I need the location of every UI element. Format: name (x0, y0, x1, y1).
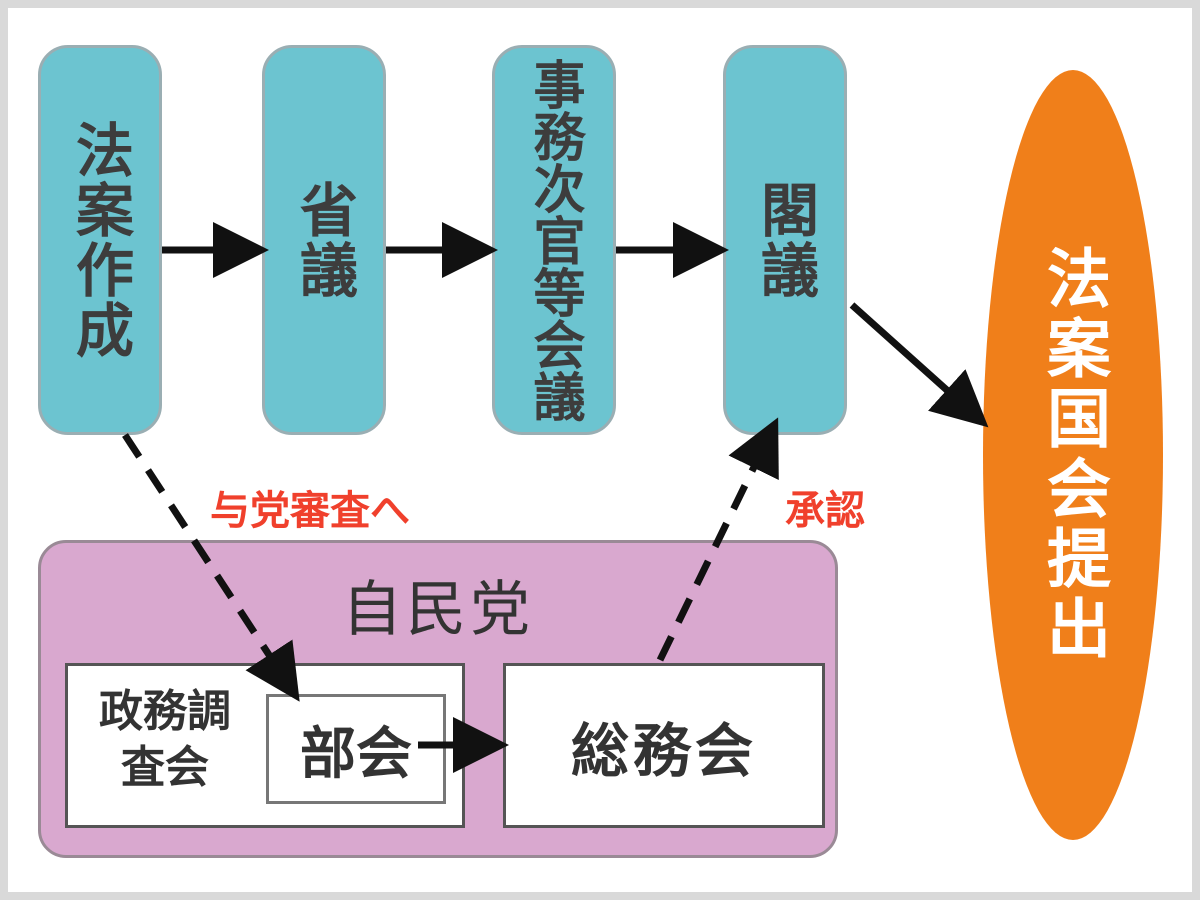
policy-research-council-label: 政務調査会 (99, 686, 231, 793)
stage-cabinet-meeting-label: 閣議 (751, 180, 819, 300)
subcommittee-label: 部会 (300, 721, 412, 787)
stage-bill-drafting: 法案作成 (38, 45, 162, 435)
general-council-box: 総務会 (503, 663, 825, 828)
general-council-label: 総務会 (570, 716, 757, 785)
stage-bill-drafting-label: 法案作成 (66, 120, 134, 360)
stage-ministry-meeting: 省議 (262, 45, 386, 435)
stage-vice-ministers-meeting-label: 事務次官等会議 (524, 58, 584, 422)
subcommittee-box: 部会 (266, 694, 446, 804)
policy-research-council-box: 政務調査会 部会 (65, 663, 465, 828)
ldp-container: 自民党 政務調査会 部会 総務会 (38, 540, 838, 858)
approval-label: 承認 (785, 488, 865, 534)
bill-submission-node: 法案国会提出 (983, 70, 1163, 840)
to-ruling-party-review-label: 与党審査へ (210, 488, 410, 534)
stage-cabinet-meeting: 閣議 (723, 45, 847, 435)
bill-submission-label: 法案国会提出 (1036, 245, 1110, 665)
stage-vice-ministers-meeting: 事務次官等会議 (492, 45, 616, 435)
ldp-title: 自民党 (342, 575, 534, 645)
stage-ministry-meeting-label: 省議 (290, 180, 358, 300)
